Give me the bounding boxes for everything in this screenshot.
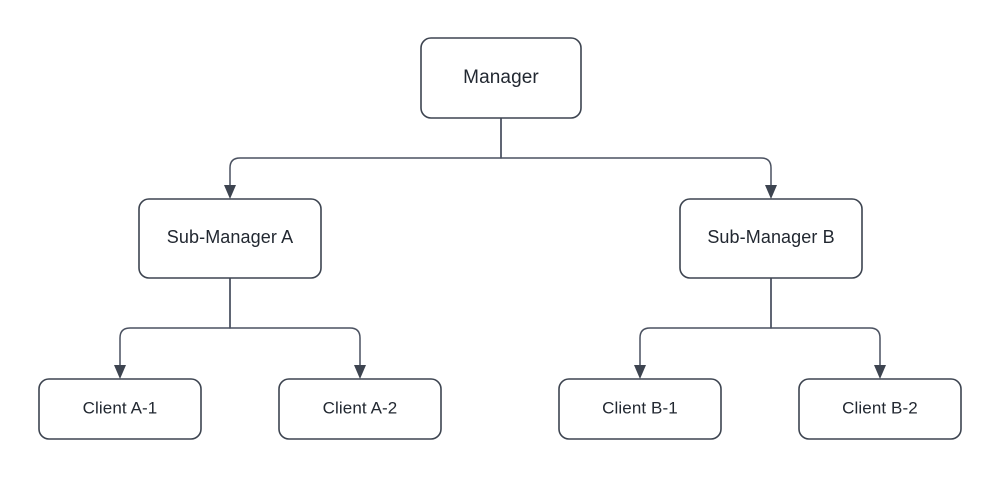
edge-sub-manager-b-to-client-b-1	[639, 278, 772, 365]
edge-sub-manager-a-to-client-a-1	[119, 278, 231, 365]
node-client-b-2[interactable]: Client B-2	[798, 378, 962, 440]
node-client-a-1[interactable]: Client A-1	[38, 378, 202, 440]
node-label-client-b-1: Client B-1	[602, 398, 678, 417]
edge-sub-manager-a-to-client-a-2	[229, 278, 361, 365]
node-label-sub-manager-a: Sub-Manager A	[167, 227, 293, 247]
node-box-manager[interactable]	[420, 37, 582, 119]
arrow-icon-client-a-1	[114, 365, 126, 379]
node-box-sub-manager-a[interactable]	[138, 198, 322, 279]
node-client-b-1[interactable]: Client B-1	[558, 378, 722, 440]
node-label-client-b-2: Client B-2	[842, 398, 918, 417]
node-sub-manager-b[interactable]: Sub-Manager B	[679, 198, 863, 279]
arrow-icon-client-a-2	[354, 365, 366, 379]
node-label-client-a-1: Client A-1	[83, 398, 158, 417]
edge-manager-to-sub-manager-a	[229, 118, 502, 185]
arrow-icon-client-b-2	[874, 365, 886, 379]
node-sub-manager-a[interactable]: Sub-Manager A	[138, 198, 322, 279]
edge-manager-to-sub-manager-b	[500, 118, 772, 185]
arrow-icon-sub-manager-b	[765, 185, 777, 199]
node-box-client-a-2[interactable]	[278, 378, 442, 440]
node-box-client-b-2[interactable]	[798, 378, 962, 440]
node-box-client-a-1[interactable]	[38, 378, 202, 440]
arrow-icon-sub-manager-a	[224, 185, 236, 199]
node-label-sub-manager-b: Sub-Manager B	[707, 227, 834, 247]
connector-layer	[119, 118, 881, 365]
edge-sub-manager-b-to-client-b-2	[770, 278, 881, 365]
arrowhead-layer	[114, 185, 886, 379]
node-label-client-a-2: Client A-2	[323, 398, 398, 417]
node-client-a-2[interactable]: Client A-2	[278, 378, 442, 440]
node-box-client-b-1[interactable]	[558, 378, 722, 440]
node-box-sub-manager-b[interactable]	[679, 198, 863, 279]
node-label-manager: Manager	[463, 67, 539, 88]
node-manager[interactable]: Manager	[420, 37, 582, 119]
arrow-icon-client-b-1	[634, 365, 646, 379]
